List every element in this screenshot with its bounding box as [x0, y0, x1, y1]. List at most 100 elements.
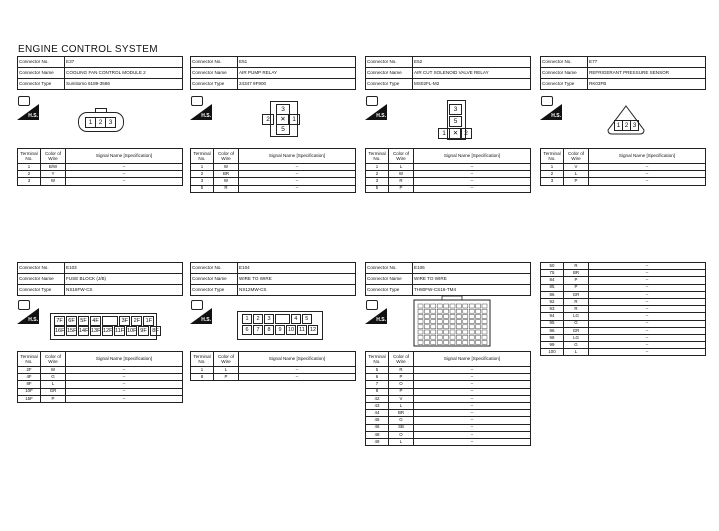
- connector-shape-grid: [413, 296, 491, 347]
- connector-type-value: Sumitomo 6189-3586: [64, 78, 183, 90]
- connector-no-value: E77: [587, 56, 706, 68]
- pin-cell: [443, 334, 449, 340]
- pin-label: 6F: [66, 316, 77, 326]
- pin-cell: [436, 340, 443, 345]
- pin-cell: [449, 308, 456, 314]
- header-signal: Signal Name [Specification]: [65, 351, 183, 367]
- hs-icon: H.S.: [17, 300, 39, 324]
- label-connector-no: Connector No.: [17, 56, 65, 68]
- header-signal: Signal Name [Specification]: [65, 148, 183, 164]
- pin-cell: [417, 334, 424, 340]
- header-color: Color of Wire: [388, 148, 414, 164]
- connector-no-value: E103: [64, 262, 183, 274]
- connector-latch: [95, 108, 107, 113]
- pin-cell: [449, 329, 456, 335]
- pin-cell: [481, 308, 488, 314]
- connector-no-value: E37: [64, 56, 183, 68]
- pin-label: 1: [242, 314, 252, 324]
- pin-cell: [481, 334, 488, 340]
- pin-cell: [475, 319, 481, 324]
- pin-cell: [456, 340, 462, 345]
- pin-label: 3: [264, 314, 274, 324]
- pin-cell: [430, 329, 437, 335]
- pin-cell: [449, 319, 456, 324]
- label-connector-name: Connector Name: [365, 273, 413, 285]
- label-connector-type: Connector Type: [17, 78, 65, 90]
- pin-cell: [462, 324, 469, 330]
- pin-cell: [443, 303, 449, 309]
- pin-cell: [443, 329, 449, 335]
- connector-type-value: NS12MW-CS: [237, 284, 356, 296]
- pin-label: 16F: [54, 326, 65, 336]
- connector-shape: [447, 100, 466, 140]
- pin-label: 12: [308, 325, 318, 335]
- pin-cell: [436, 324, 443, 330]
- pin-cell: [449, 334, 456, 340]
- header-signal: Signal Name [Specification]: [238, 148, 356, 164]
- pin-cell: [468, 324, 475, 330]
- pin-cell: [436, 329, 443, 335]
- pin-cell: [424, 334, 430, 340]
- label-connector-name: Connector Name: [540, 67, 588, 79]
- pin-label: 10F: [126, 326, 137, 336]
- pin-cell: [456, 303, 462, 309]
- pin-cell: [424, 324, 430, 330]
- pin-cell: [456, 334, 462, 340]
- connector-type-value: RK03FB: [587, 78, 706, 90]
- connector-name-value: AIR CUT SOLENOID VALVE RELAY: [412, 67, 531, 79]
- label-connector-no: Connector No.: [190, 56, 238, 68]
- pin-cell: [436, 319, 443, 324]
- connector-name-value: COOLING FAN CONTROL MODULE 2: [64, 67, 183, 79]
- header-terminal-no: Terminal No.: [17, 148, 41, 164]
- pin-cell: [462, 314, 469, 319]
- pin-label: 3: [449, 104, 462, 115]
- connector-no-value: E51: [237, 56, 356, 68]
- hs-icon: H.S.: [365, 96, 387, 120]
- pin-label: 11: [297, 325, 307, 335]
- pin-cell: [475, 308, 481, 314]
- pin-label: 4F: [90, 316, 101, 326]
- pin-cell: [462, 319, 469, 324]
- label-connector-type: Connector Type: [365, 78, 413, 90]
- pin-cell: [462, 334, 469, 340]
- page-title: ENGINE CONTROL SYSTEM: [18, 44, 158, 55]
- pin-cell: [481, 329, 488, 335]
- header-terminal-no: Terminal No.: [365, 148, 389, 164]
- header-signal: Signal Name [Specification]: [238, 351, 356, 367]
- header-terminal-no: Terminal No.: [17, 351, 41, 367]
- pin-label: 3F: [119, 316, 131, 326]
- label-connector-type: Connector Type: [190, 78, 238, 90]
- header-color: Color of Wire: [213, 148, 239, 164]
- connector-type-value: 24347 9F900: [237, 78, 356, 90]
- pin-label: 2: [262, 114, 274, 125]
- header-color: Color of Wire: [388, 351, 414, 367]
- connector-name-value: WIRE TO WIRE: [237, 273, 356, 285]
- connector-shape: [607, 105, 645, 135]
- header-terminal-no: Terminal No.: [540, 148, 564, 164]
- pin-label: 3: [630, 120, 639, 131]
- label-connector-no: Connector No.: [540, 56, 588, 68]
